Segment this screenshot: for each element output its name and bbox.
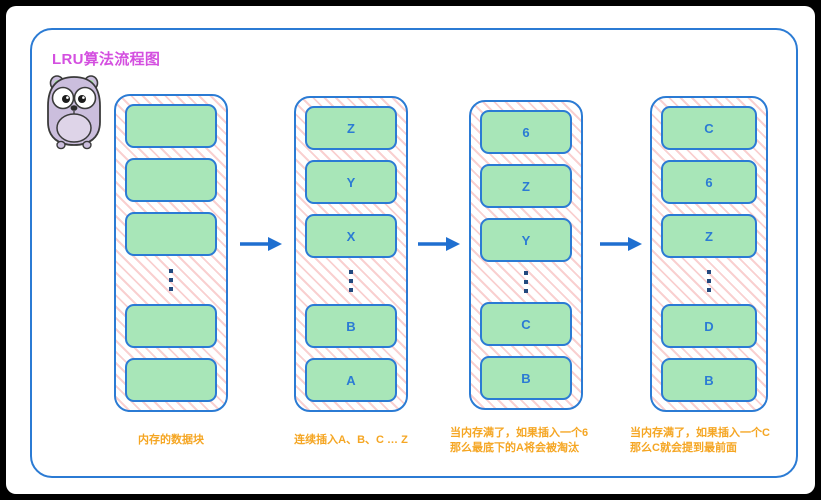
memory-cell[interactable]: 6 bbox=[661, 160, 757, 204]
column-evict-oldest: 6 Z Y C B bbox=[469, 100, 583, 410]
memory-cell[interactable]: C bbox=[480, 302, 572, 346]
memory-cell[interactable]: B bbox=[480, 356, 572, 400]
diagram-canvas: LRU算法流程图 bbox=[6, 6, 815, 494]
memory-cell[interactable]: 6 bbox=[480, 110, 572, 154]
caption-memory-blocks: 内存的数据块 bbox=[138, 434, 204, 446]
memory-cell[interactable]: Z bbox=[661, 214, 757, 258]
caption-sequential-insert: 连续插入A、B、C … Z bbox=[294, 434, 408, 446]
memory-cell[interactable]: Y bbox=[305, 160, 397, 204]
memory-cell[interactable]: B bbox=[305, 304, 397, 348]
column-sequential-insert: Z Y X B A bbox=[294, 96, 408, 412]
memory-cell[interactable] bbox=[125, 304, 217, 348]
vertical-ellipsis-icon bbox=[524, 262, 528, 302]
arrow-right-icon-2 bbox=[418, 234, 462, 254]
memory-cell[interactable] bbox=[125, 358, 217, 402]
memory-cell[interactable]: A bbox=[305, 358, 397, 402]
go-gopher-icon bbox=[42, 72, 106, 150]
caption-promote-existing: 当内存满了，如果插入一个C 那么C就会提到最前面 bbox=[630, 427, 770, 454]
memory-cell[interactable] bbox=[125, 104, 217, 148]
column-memory-blocks bbox=[114, 94, 228, 412]
memory-cell[interactable]: D bbox=[661, 304, 757, 348]
memory-cell[interactable]: X bbox=[305, 214, 397, 258]
column-promote-existing: C 6 Z D B bbox=[650, 96, 768, 412]
caption-evict-oldest: 当内存满了，如果插入一个6 那么最底下的A将会被淘汰 bbox=[450, 427, 589, 454]
memory-cell[interactable] bbox=[125, 158, 217, 202]
memory-cell[interactable]: Z bbox=[305, 106, 397, 150]
memory-cell[interactable] bbox=[125, 212, 217, 256]
vertical-ellipsis-icon bbox=[349, 258, 353, 304]
arrow-right-icon-3 bbox=[600, 234, 644, 254]
memory-cell[interactable]: Y bbox=[480, 218, 572, 262]
vertical-ellipsis-icon bbox=[169, 256, 173, 304]
memory-cell[interactable]: B bbox=[661, 358, 757, 402]
arrow-right-icon-1 bbox=[240, 234, 284, 254]
memory-cell[interactable]: C bbox=[661, 106, 757, 150]
memory-cell[interactable]: Z bbox=[480, 164, 572, 208]
page-title: LRU算法流程图 bbox=[52, 51, 161, 68]
vertical-ellipsis-icon bbox=[707, 258, 711, 304]
